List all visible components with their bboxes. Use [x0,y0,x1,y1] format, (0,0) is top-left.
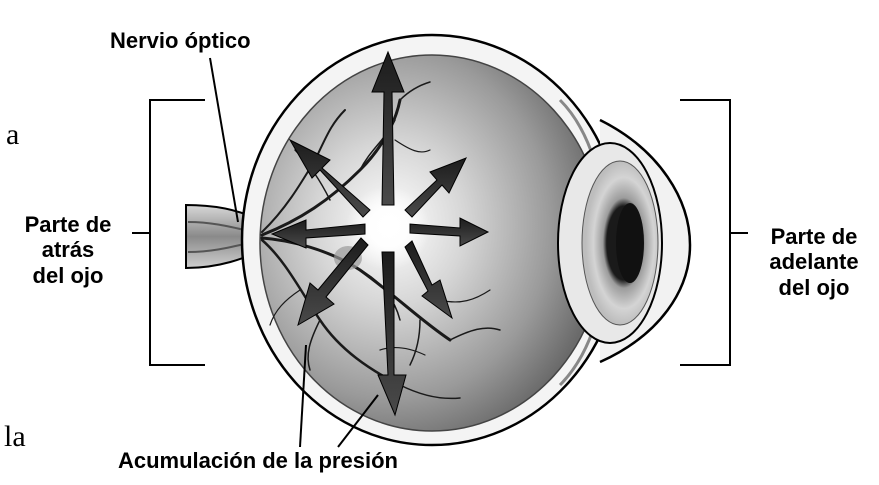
arrow-down-left [297,237,369,327]
optic-nerve-label: Nervio óptico [110,28,251,53]
front-of-eye-label: Parte de adelante del ojo [752,224,876,300]
pressure-pointer-right [337,394,379,448]
pressure-pointer-left [299,344,307,448]
front-label-line-2: adelante [769,249,859,275]
back-bracket [132,99,205,366]
pointer-lines [209,57,379,448]
cropped-text-fragment-top: a [6,118,20,151]
pressure-arrows [270,50,490,417]
back-label-line-3: del ojo [32,262,104,288]
arrow-down-right [404,240,453,320]
optic-nerve-pointer [209,57,239,223]
front-label-line-3: del ojo [778,274,850,300]
back-of-eye-label: Parte de atrás del ojo [4,212,132,288]
back-label-line-1: Parte de [24,212,112,237]
arrow-down [377,251,407,417]
front-bracket [680,99,748,366]
arrow-left [270,219,366,249]
arrow-up [371,50,405,206]
arrow-up-right [404,157,468,218]
pupil [616,203,644,283]
cornea-lens [557,118,692,364]
arrow-right [409,217,490,247]
arrow-up-left [288,138,371,218]
pressure-buildup-label: Acumulación de la presión [118,448,398,473]
cropped-text-fragment-bottom: la [4,420,26,453]
back-label-line-2: atrás [41,237,95,263]
front-label-line-1: Parte de [770,224,858,249]
